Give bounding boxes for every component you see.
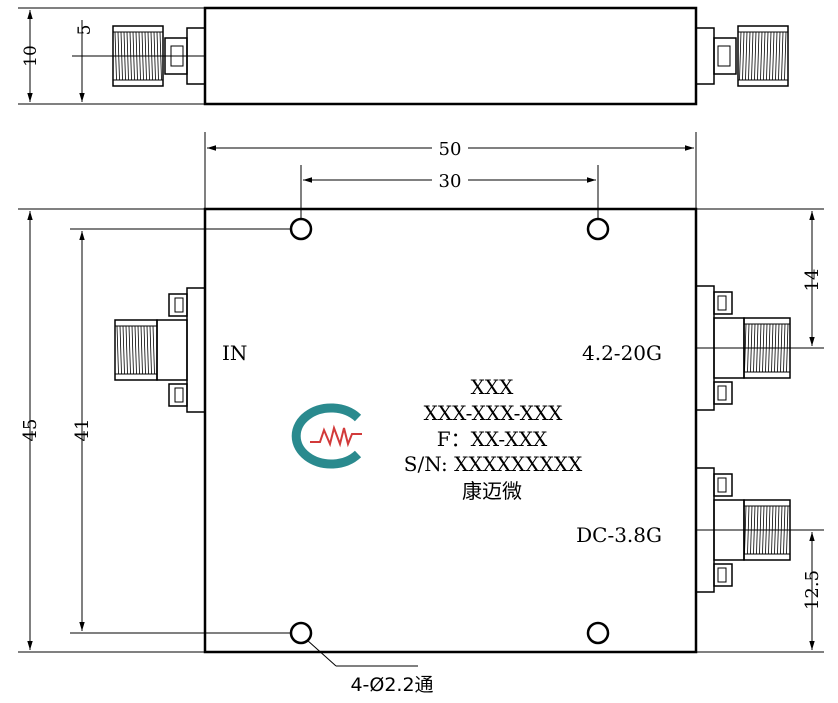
top-view: 50 30 45 41: [18, 132, 824, 696]
company-logo: [291, 403, 362, 469]
hole-callout: 4-Ø2.2通: [350, 674, 433, 696]
port-label-in: IN: [222, 341, 247, 365]
dim-overall-height: 45: [20, 419, 41, 442]
mounting-hole-top-left: [289, 217, 313, 241]
mounting-hole-bottom-left: [289, 621, 313, 645]
module-body: [203, 207, 698, 654]
marking-line-5: 康迈微: [462, 479, 522, 503]
dim-top-port-offset: 14: [802, 269, 823, 292]
port-label-low-band: DC-3.8G: [576, 523, 662, 547]
marking-line-2: XXX-XXX-XXX: [424, 401, 564, 425]
port-label-high-band: 4.2-20G: [582, 341, 662, 365]
dim-side-connector-offset: 5: [75, 25, 95, 36]
dim-hole-spacing-y: 41: [72, 419, 93, 442]
marking-line-4: S/N: XXXXXXXXX: [404, 452, 583, 476]
marking-line-1: XXX: [471, 375, 514, 399]
dim-bottom-port-offset: 12.5: [802, 570, 823, 610]
marking-line-3: F：XX-XXX: [437, 427, 548, 451]
mounting-hole-bottom-right: [586, 621, 610, 645]
side-view: 10 5: [18, 6, 789, 106]
dim-hole-spacing-x: 30: [439, 171, 462, 192]
dim-overall-width: 50: [439, 139, 462, 160]
mounting-hole-top-right: [586, 217, 610, 241]
dim-side-height: 10: [21, 45, 41, 67]
side-view-body: [203, 6, 698, 106]
in-connector: [114, 287, 206, 413]
